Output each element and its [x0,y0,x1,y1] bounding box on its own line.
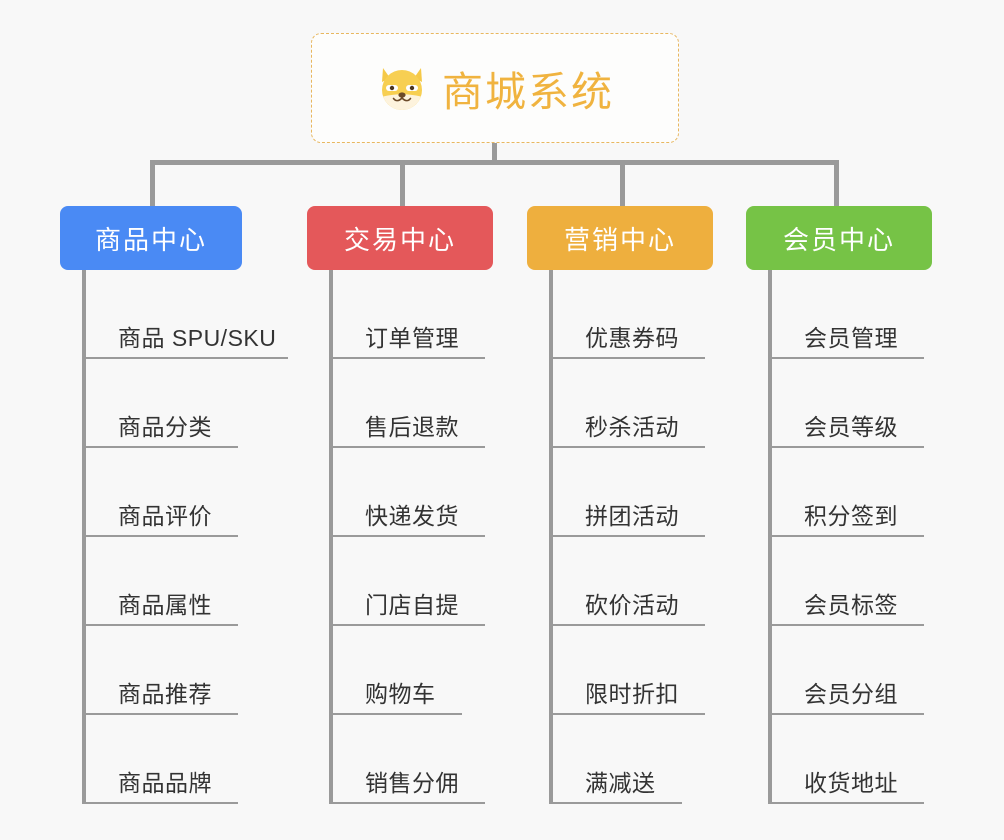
list-item[interactable]: 快递发货 [329,448,485,537]
list-item[interactable]: 满减送 [549,715,682,804]
list-item[interactable]: 订单管理 [329,270,485,359]
list-item[interactable]: 商品 SPU/SKU [82,270,288,359]
list-item[interactable]: 会员标签 [768,537,924,626]
leaf-label: 秒杀活动 [585,413,679,440]
branch-drop-connector-2 [400,160,405,207]
root-title: 商城系统 [442,69,614,115]
leaf-label: 限时折扣 [585,680,679,707]
list-item[interactable]: 购物车 [329,626,462,715]
branch-member-center: 会员中心 会员管理 会员等级 积分签到 会员标签 会员分组 收货地址 [746,206,932,804]
list-item[interactable]: 砍价活动 [549,537,705,626]
list-item[interactable]: 优惠券码 [549,270,705,359]
branch-trade-center: 交易中心 订单管理 售后退款 快递发货 门店自提 购物车 销售分佣 [307,206,493,804]
branch-marketing-center: 营销中心 优惠券码 秒杀活动 拼团活动 砍价活动 限时折扣 满减送 [527,206,713,804]
leaf-label: 拼团活动 [585,502,679,529]
leaf-label: 满减送 [585,769,656,796]
leaf-label: 会员标签 [804,591,898,618]
branch-label-trade-center: 交易中心 [343,224,456,255]
leaf-label: 商品推荐 [118,680,212,707]
list-item[interactable]: 门店自提 [329,537,485,626]
list-item[interactable]: 拼团活动 [549,448,705,537]
branch-product-center: 商品中心 商品 SPU/SKU 商品分类 商品评价 商品属性 商品推荐 商品品牌 [60,206,288,804]
list-item[interactable]: 商品品牌 [82,715,238,804]
branch-spine-product-center [82,270,86,804]
leaf-label: 砍价活动 [585,591,679,618]
leaf-label: 购物车 [365,680,436,707]
list-item[interactable]: 限时折扣 [549,626,705,715]
branch-drop-connector-3 [620,160,625,207]
leaf-label: 快递发货 [365,502,459,529]
branch-header-marketing-center[interactable]: 营销中心 [527,206,713,270]
list-item[interactable]: 收货地址 [768,715,924,804]
list-item[interactable]: 商品属性 [82,537,238,626]
branch-label-member-center: 会员中心 [782,224,895,255]
leaf-label: 会员管理 [804,324,898,351]
branch-spine-member-center [768,270,772,804]
branch-header-member-center[interactable]: 会员中心 [746,206,932,270]
leaf-label: 商品品牌 [118,769,212,796]
list-item[interactable]: 售后退款 [329,359,485,448]
branch-spine-trade-center [329,270,333,804]
branch-spine-marketing-center [549,270,553,804]
list-item[interactable]: 会员等级 [768,359,924,448]
list-item[interactable]: 商品推荐 [82,626,238,715]
list-item[interactable]: 商品评价 [82,448,238,537]
leaf-label: 积分签到 [804,502,898,529]
leaf-label: 会员等级 [804,413,898,440]
leaf-label: 商品分类 [118,413,212,440]
leaf-label: 销售分佣 [365,769,459,796]
list-item[interactable]: 积分签到 [768,448,924,537]
root-stem-connector [492,143,497,165]
leaf-label: 商品属性 [118,591,212,618]
leaf-list-trade-center: 订单管理 售后退款 快递发货 门店自提 购物车 销售分佣 [329,270,485,804]
branch-header-product-center[interactable]: 商品中心 [60,206,242,270]
leaf-list-marketing-center: 优惠券码 秒杀活动 拼团活动 砍价活动 限时折扣 满减送 [549,270,705,804]
branch-bus-connector [150,160,839,165]
branch-header-trade-center[interactable]: 交易中心 [307,206,493,270]
shiba-dog-face-icon [376,62,428,114]
root-node[interactable]: 商城系统 [311,33,679,143]
list-item[interactable]: 会员管理 [768,270,924,359]
list-item[interactable]: 商品分类 [82,359,238,448]
branch-drop-connector-4 [834,160,839,207]
leaf-label: 门店自提 [365,591,459,618]
leaf-label: 收货地址 [804,769,898,796]
leaf-label: 订单管理 [365,324,459,351]
list-item[interactable]: 销售分佣 [329,715,485,804]
leaf-label: 商品评价 [118,502,212,529]
list-item[interactable]: 会员分组 [768,626,924,715]
branch-label-marketing-center: 营销中心 [563,224,676,255]
leaf-label: 优惠券码 [585,324,679,351]
leaf-list-member-center: 会员管理 会员等级 积分签到 会员标签 会员分组 收货地址 [768,270,924,804]
branch-label-product-center: 商品中心 [94,224,207,255]
leaf-list-product-center: 商品 SPU/SKU 商品分类 商品评价 商品属性 商品推荐 商品品牌 [82,270,288,804]
leaf-label: 会员分组 [804,680,898,707]
list-item[interactable]: 秒杀活动 [549,359,705,448]
branch-drop-connector-1 [150,160,155,207]
leaf-label: 售后退款 [365,413,459,440]
leaf-label: 商品 SPU/SKU [118,324,277,351]
